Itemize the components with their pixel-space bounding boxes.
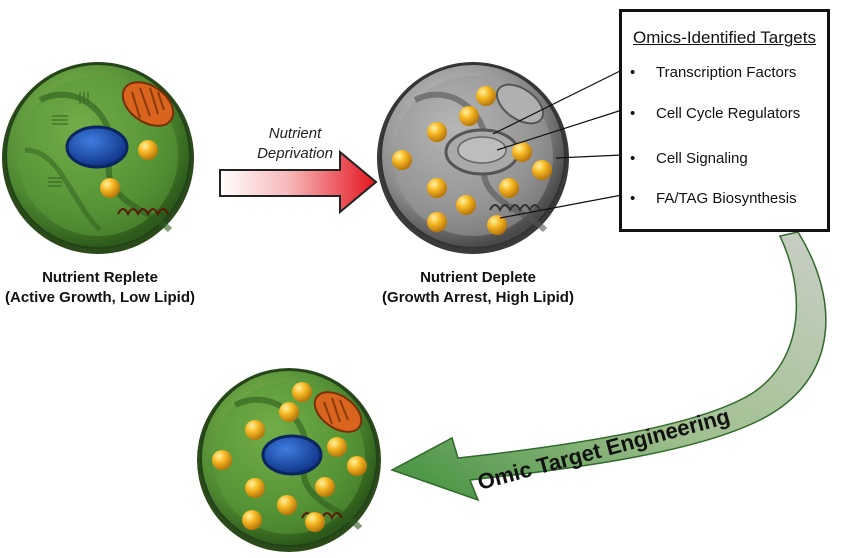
cell-deplete <box>377 62 569 254</box>
target-item: • Transcription Factors <box>630 64 796 81</box>
targets-title: Omics-Identified Targets <box>633 28 816 47</box>
mitochondrion <box>313 391 363 433</box>
deprivation-arrow <box>219 149 378 215</box>
targets-box: Omics-Identified Targets • Transcription … <box>619 9 830 232</box>
bullet-icon: • <box>630 150 636 167</box>
lipid-droplet <box>100 178 120 198</box>
deprivation-label-line2: Deprivation <box>257 145 333 162</box>
target-item-label: Cell Signaling <box>656 150 748 167</box>
cell-replete <box>2 62 194 254</box>
deprivation-label: Nutrient Deprivation <box>235 124 355 164</box>
caption-deplete: Nutrient Deplete (Growth Arrest, High Li… <box>363 268 593 308</box>
lipid-droplets <box>212 382 367 532</box>
caption-deplete-line1: Nutrient Deplete <box>420 269 536 286</box>
engineering-label: Omic Target Engineering <box>475 403 733 494</box>
bullet-icon: • <box>630 190 636 207</box>
target-item-label: Cell Cycle Regulators <box>656 105 801 122</box>
target-item: • Cell Cycle Regulators <box>630 105 800 122</box>
caption-deplete-line2: (Growth Arrest, High Lipid) <box>382 289 574 306</box>
bullet-icon: • <box>630 64 636 81</box>
deprivation-label-line1: Nutrient <box>268 125 322 142</box>
target-item-label: Transcription Factors <box>656 64 797 81</box>
target-item-label: FA/TAG Biosynthesis <box>656 190 797 207</box>
target-connectors <box>492 69 623 219</box>
engineering-arrow <box>390 231 827 502</box>
lipid-droplet <box>138 140 158 160</box>
cell-engineered <box>197 368 381 552</box>
bullet-icon: • <box>630 105 636 122</box>
caption-replete: Nutrient Replete (Active Growth, Low Lip… <box>0 268 200 308</box>
nucleus <box>261 434 323 476</box>
caption-replete-line2: (Active Growth, Low Lipid) <box>5 289 195 306</box>
mitochondrion-degraded <box>496 83 544 125</box>
nucleus <box>65 125 129 169</box>
lipid-droplets <box>392 86 552 235</box>
target-item: • Cell Signaling <box>630 150 748 167</box>
caption-replete-line1: Nutrient Replete <box>42 269 158 286</box>
mitochondrion <box>121 81 175 127</box>
target-item: • FA/TAG Biosynthesis <box>630 190 797 207</box>
